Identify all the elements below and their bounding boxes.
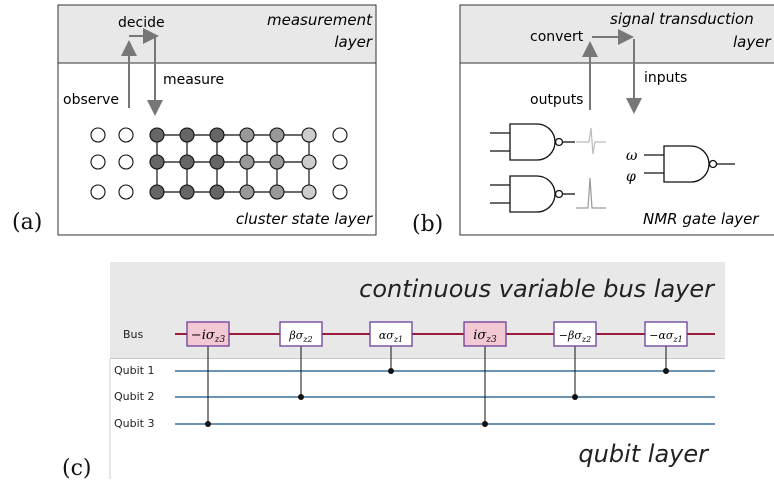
qubit-node xyxy=(209,184,225,200)
qubit-node xyxy=(301,154,317,170)
measurement-layer-subtitle: layer xyxy=(334,33,372,51)
pulse-signal-2 xyxy=(576,177,606,209)
panel-b: signal transduction layer NMR gate layer… xyxy=(459,4,774,236)
qubit-node xyxy=(179,127,195,143)
panel-b-label: (b) xyxy=(412,212,444,237)
gate-control-dot xyxy=(572,394,578,400)
bus-label: Bus xyxy=(123,328,144,341)
omega-input-label: ω xyxy=(626,148,638,164)
nmr-gate-layer-title: NMR gate layer xyxy=(643,210,759,228)
measure-label: measure xyxy=(163,72,224,88)
qubit-2-label: Qubit 2 xyxy=(114,390,154,403)
nand-gate-output-2 xyxy=(490,175,575,213)
panel-c: continuous variable bus layer qubit laye… xyxy=(109,262,725,479)
measurement-layer-box xyxy=(57,4,377,64)
qubit-layer-box xyxy=(110,359,725,479)
gate-control-dot xyxy=(388,368,394,374)
qubit-node xyxy=(90,127,106,143)
qubit-node xyxy=(239,154,255,170)
nmr-gate-layer-box xyxy=(459,62,774,236)
qubit-node xyxy=(269,184,285,200)
qubit-node xyxy=(301,184,317,200)
gate-control-dot xyxy=(205,421,211,427)
qubit-3-label: Qubit 3 xyxy=(114,417,154,430)
signal-transduction-title: signal transduction xyxy=(610,10,754,28)
bus-gates: −iσz3 βσz2 ασz1 iσz3 −βσz2 −ασz1 xyxy=(186,321,688,427)
qubit-layer-title: qubit layer xyxy=(578,440,710,468)
observe-label: observe xyxy=(63,92,119,108)
qubit-node xyxy=(149,184,165,200)
gate-box xyxy=(644,321,688,347)
bus-gate: −ασz1 xyxy=(644,321,688,374)
gate-box xyxy=(186,321,230,347)
qubit-node xyxy=(90,154,106,170)
qubit-node xyxy=(118,154,134,170)
outputs-label: outputs xyxy=(530,92,583,108)
qubit-node xyxy=(90,184,106,200)
qubit-node xyxy=(239,127,255,143)
bus-gate: −βσz2 xyxy=(553,321,597,400)
qubit-node xyxy=(118,127,134,143)
qubit-node xyxy=(269,154,285,170)
phi-input-label: φ xyxy=(626,169,636,185)
gate-box xyxy=(463,321,507,347)
cluster-state-layer-title: cluster state layer xyxy=(236,210,373,228)
gate-control-dot xyxy=(298,394,304,400)
qubit-node xyxy=(209,127,225,143)
qubit-node xyxy=(332,154,348,170)
panel-a: measurement layer cluster state layer de… xyxy=(57,4,377,236)
bus-gate: −iσz3 xyxy=(186,321,230,427)
qubit-node xyxy=(239,184,255,200)
qubit-node xyxy=(179,184,195,200)
gate-box xyxy=(279,321,323,347)
inputs-label: inputs xyxy=(644,70,687,86)
qubit-node xyxy=(179,154,195,170)
panel-a-label: (a) xyxy=(12,210,43,235)
pulse-signal-1 xyxy=(576,127,606,155)
bus-gate: iσz3 xyxy=(463,321,507,427)
signal-transduction-subtitle: layer xyxy=(733,33,771,51)
gate-box xyxy=(369,321,413,347)
qubit-node xyxy=(209,154,225,170)
measurement-layer-title: measurement xyxy=(267,11,373,29)
cluster-graph xyxy=(90,127,348,200)
nand-gate-output-1 xyxy=(490,123,575,161)
qubit-node xyxy=(332,127,348,143)
nand-gate-input xyxy=(644,145,735,183)
decide-label: decide xyxy=(118,15,165,31)
qubit-node xyxy=(149,127,165,143)
feedback-arrows xyxy=(121,28,163,116)
bus-layer-title: continuous variable bus layer xyxy=(359,275,716,303)
panel-c-label: (c) xyxy=(62,456,92,481)
qubit-node xyxy=(149,154,165,170)
convert-label: convert xyxy=(530,29,584,45)
signal-transduction-layer-box xyxy=(459,4,774,64)
qubit-1-label: Qubit 1 xyxy=(114,364,154,377)
qubit-node xyxy=(332,184,348,200)
transduction-arrows xyxy=(582,29,642,114)
gate-box xyxy=(553,321,597,347)
bus-gate: ασz1 xyxy=(369,321,413,374)
qubit-node xyxy=(269,127,285,143)
qubit-node xyxy=(118,184,134,200)
qubit-node xyxy=(301,127,317,143)
bus-gate: βσz2 xyxy=(279,321,323,400)
gate-control-dot xyxy=(482,421,488,427)
gate-control-dot xyxy=(663,368,669,374)
